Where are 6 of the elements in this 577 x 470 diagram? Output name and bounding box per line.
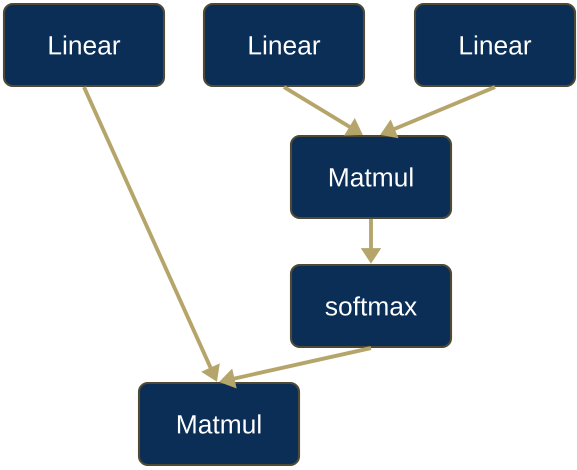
- process-box: Linear: [414, 2, 576, 88]
- process-box: Matmul: [138, 382, 300, 466]
- process-box: Matmul: [290, 134, 452, 220]
- process-box: Linear: [2, 2, 166, 88]
- process-box: Linear: [202, 2, 366, 88]
- process-box: softmax: [290, 264, 452, 348]
